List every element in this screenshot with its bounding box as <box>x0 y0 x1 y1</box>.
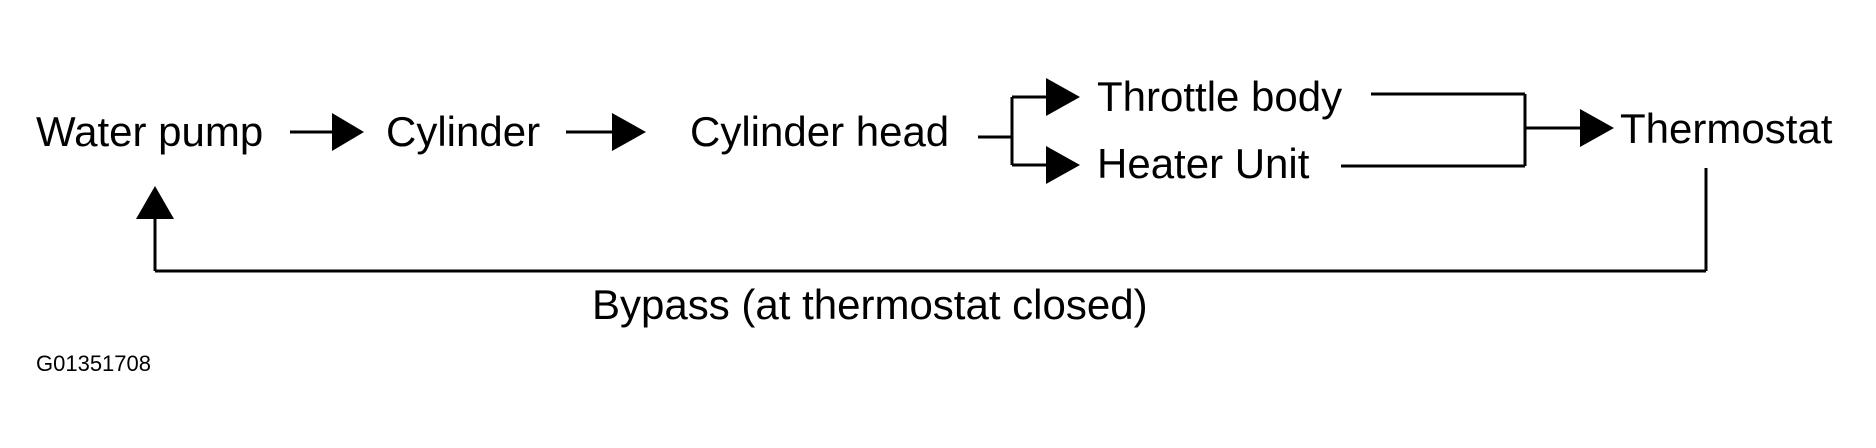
node-heater-unit: Heater Unit <box>1097 140 1310 187</box>
figure-code: G01351708 <box>36 351 151 376</box>
node-throttle-body: Throttle body <box>1097 73 1342 120</box>
bypass-label: Bypass (at thermostat closed) <box>592 281 1148 328</box>
arrowhead-to-cylinder-head <box>612 113 646 151</box>
arrowhead-to-cylinder <box>332 113 364 151</box>
node-cylinder: Cylinder <box>386 108 540 155</box>
arrowhead-to-throttle-body <box>1046 78 1080 116</box>
node-water-pump: Water pump <box>36 108 263 155</box>
arrowhead-to-heater-unit <box>1046 146 1080 184</box>
arrowhead-to-water-pump <box>136 186 174 219</box>
node-cylinder-head: Cylinder head <box>690 108 949 155</box>
arrowhead-to-thermostat <box>1580 109 1614 147</box>
node-thermostat: Thermostat <box>1620 105 1833 152</box>
